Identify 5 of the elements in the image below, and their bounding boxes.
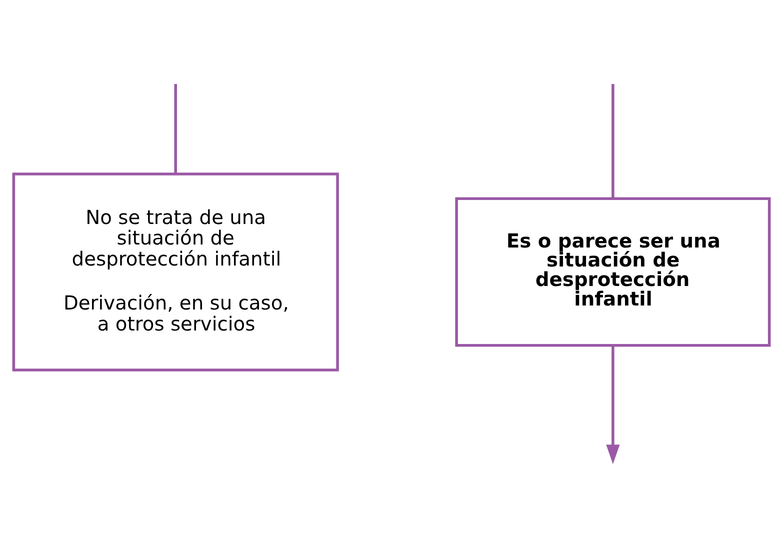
connector — [612, 84, 614, 198]
node-box: Es o parece ser una situación de desprotección infantil — [455, 197, 771, 347]
connector — [174, 84, 177, 174]
node-box: No se trata de una situación de desprotección infantil Derivación, en su caso, a otros servicios — [12, 172, 339, 372]
arrow — [606, 346, 620, 464]
